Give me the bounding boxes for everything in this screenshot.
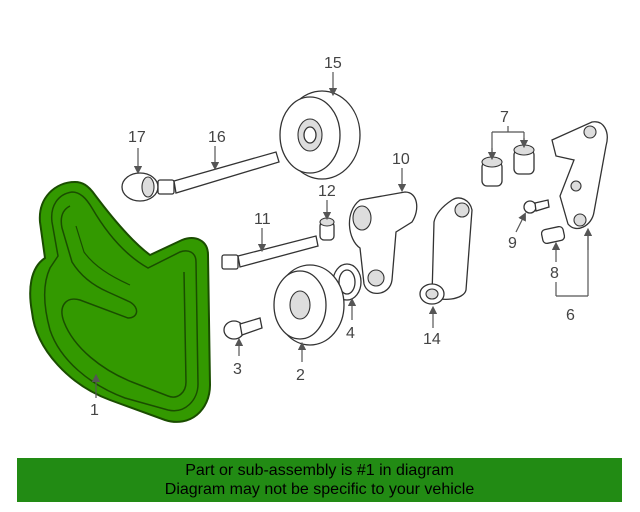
callout-3: 3 bbox=[233, 361, 242, 378]
part-8-bushing-left[interactable] bbox=[481, 156, 503, 187]
part-2-idler-pulley[interactable] bbox=[273, 264, 345, 346]
part-9-bolt[interactable] bbox=[523, 199, 550, 214]
info-banner: Part or sub-assembly is #1 in diagram Di… bbox=[17, 458, 622, 502]
callout-9: 9 bbox=[508, 235, 517, 252]
part-16-long-bolt[interactable] bbox=[157, 151, 280, 195]
banner-line-2: Diagram may not be specific to your vehi… bbox=[164, 481, 475, 498]
callout-15: 15 bbox=[324, 55, 342, 72]
callout-10: 10 bbox=[392, 151, 410, 168]
part-3-bolt[interactable] bbox=[223, 317, 263, 340]
callout-6: 6 bbox=[566, 307, 575, 324]
callout-16: 16 bbox=[208, 129, 226, 146]
callout-7: 8 bbox=[550, 265, 559, 282]
part-14-damper[interactable] bbox=[419, 197, 473, 305]
part-8-bushing-right[interactable] bbox=[513, 144, 535, 175]
parts-diagram: 1 17 16 15 12 11 10 bbox=[29, 55, 608, 423]
callout-17: 17 bbox=[128, 129, 146, 146]
callout-1: 1 bbox=[90, 402, 99, 419]
part-10-tensioner-arm[interactable] bbox=[348, 191, 418, 294]
callout-4: 4 bbox=[346, 325, 355, 342]
serpentine-belt[interactable] bbox=[29, 180, 212, 423]
part-17-idler-pulley[interactable] bbox=[121, 172, 159, 202]
callout-11: 11 bbox=[254, 211, 271, 228]
callout-2: 2 bbox=[296, 367, 305, 384]
callout-14: 14 bbox=[423, 331, 441, 348]
banner-line-1: Part or sub-assembly is #1 in diagram bbox=[185, 462, 454, 479]
part-6-bracket[interactable] bbox=[551, 121, 608, 229]
part-11-bolt[interactable] bbox=[221, 235, 319, 270]
callout-12: 12 bbox=[318, 183, 336, 200]
part-12-spacer[interactable] bbox=[319, 217, 335, 241]
part-7-sleeve[interactable] bbox=[540, 225, 566, 245]
part-15-grooved-pulley[interactable] bbox=[279, 90, 361, 180]
callout-8: 7 bbox=[500, 109, 509, 126]
